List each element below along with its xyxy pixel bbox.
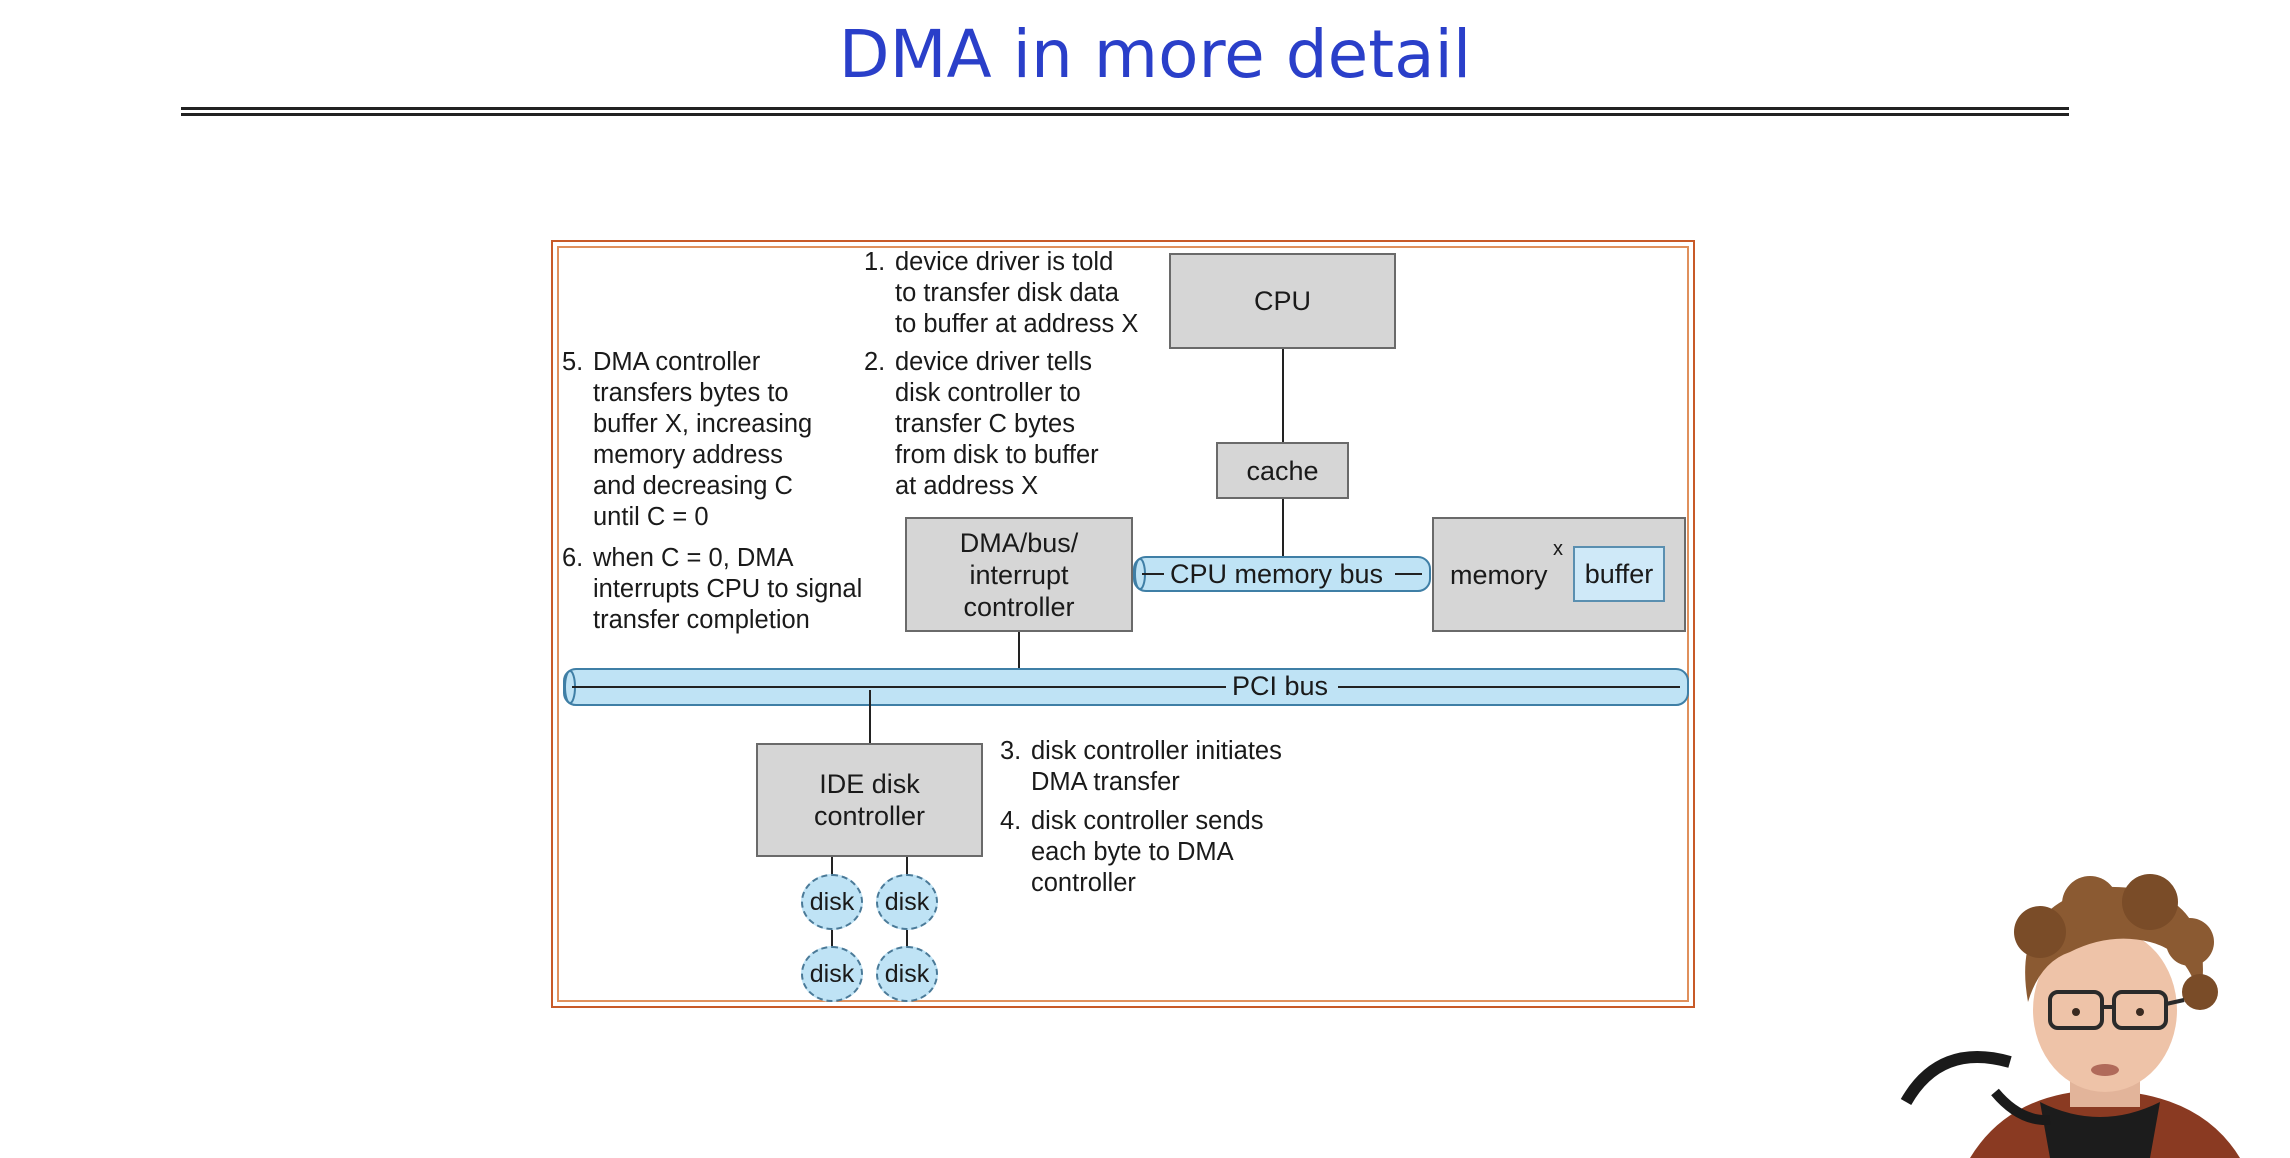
disk-label: disk	[884, 887, 930, 916]
cache-box: cache	[1216, 442, 1349, 499]
step-number: 3.	[1000, 737, 1022, 765]
cpu-memory-bus-label: CPU memory bus	[1164, 558, 1390, 590]
disk-label: disk	[884, 959, 930, 988]
step-number: 6.	[562, 544, 584, 572]
step-number: 1.	[864, 248, 886, 276]
step-3-note: 3. disk controller initiates DMA transfe…	[1000, 736, 1340, 798]
cpu-box: CPU	[1169, 253, 1396, 349]
memory-label: memory	[1450, 559, 1548, 590]
title-divider-bottom	[181, 113, 2069, 116]
step-4-note: 4. disk controller sends each byte to DM…	[1000, 806, 1310, 899]
disk-label: disk	[809, 959, 855, 988]
buffer-label: buffer	[1584, 558, 1654, 589]
cache-label: cache	[1246, 455, 1319, 486]
presenter-webcam-overlay	[1900, 862, 2290, 1158]
step-number: 5.	[562, 348, 584, 376]
ide-controller-box: IDE disk controller	[756, 743, 983, 857]
diagram-frame-inner	[557, 246, 1689, 1002]
disk-icon: disk	[876, 874, 938, 930]
step-text: disk controller initiates DMA transfer	[1031, 737, 1282, 796]
presenter-illustration	[1900, 862, 2290, 1158]
dma-controller-box: DMA/bus/ interrupt controller	[905, 517, 1133, 632]
cpu-label: CPU	[1253, 286, 1311, 316]
title-divider-top	[181, 107, 2069, 110]
slide-title: DMA in more detail	[838, 16, 1472, 93]
step-text: disk controller sends each byte to DMA c…	[1031, 807, 1264, 897]
step-text: when C = 0, DMA interrupts CPU to signal…	[593, 544, 863, 634]
buffer-address-label: x	[1553, 538, 1563, 560]
step-number: 4.	[1000, 807, 1022, 835]
disk-icon: disk	[801, 946, 863, 1002]
step-1-note: 1. device driver is told to transfer dis…	[864, 247, 1174, 340]
step-text: device driver is told to transfer disk d…	[895, 248, 1139, 338]
step-number: 2.	[864, 348, 886, 376]
step-2-note: 2. device driver tells disk controller t…	[864, 347, 1154, 502]
disk-icon: disk	[876, 946, 938, 1002]
ide-controller-label: IDE disk controller	[813, 769, 926, 831]
pci-bus-label: PCI bus	[1226, 670, 1335, 702]
step-5-note: 5. DMA controller transfers bytes to buf…	[562, 347, 872, 533]
disk-label: disk	[809, 887, 855, 916]
step-text: DMA controller transfers bytes to buffer…	[593, 348, 813, 531]
dma-controller-label: DMA/bus/ interrupt controller	[959, 527, 1079, 622]
disk-icon: disk	[801, 874, 863, 930]
step-6-note: 6. when C = 0, DMA interrupts CPU to sig…	[562, 543, 902, 636]
buffer-box: buffer	[1573, 546, 1665, 602]
step-text: device driver tells disk controller to t…	[895, 348, 1099, 500]
